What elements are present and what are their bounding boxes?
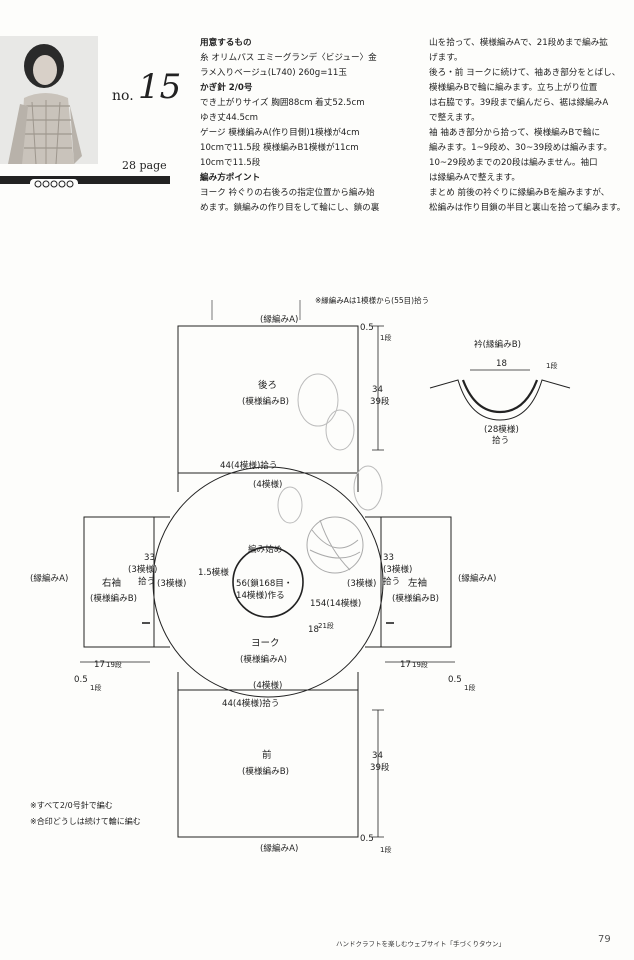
footer-text: ハンドクラフトを楽しむウェブサイト「手づくりタウン」 xyxy=(336,940,505,948)
collar-28: (28模様) xyxy=(484,423,519,435)
instruction-line: ラメ入りベージュ(L740) 260g=11玉 xyxy=(200,68,347,78)
instruction-line: まとめ 前後の衿ぐりに縁編みBを編みますが、 xyxy=(429,188,610,198)
yoke-chain-2: 14模様)作る xyxy=(236,589,285,601)
instruction-line: 10cmで11.5段 模様編みB1模様が11cm xyxy=(200,143,359,153)
instruction-line: は右脇です。39段まで編んだら、裾は縁編みA xyxy=(429,98,609,108)
yoke-chain-1: 56(鎖168目・ xyxy=(236,577,292,589)
instruction-line: 10cmで11.5段 xyxy=(200,158,261,168)
instruction-line: ゆき丈44.5cm xyxy=(200,113,259,123)
right-sleeve-pattern: (模様編みB) xyxy=(90,592,137,604)
right-sleeve-19: 19段 xyxy=(106,660,122,669)
yoke-inner xyxy=(232,546,304,618)
model-photo xyxy=(0,36,98,164)
yoke-bottom-4: (4模様) xyxy=(253,679,282,691)
left-sleeve-title: 左袖 xyxy=(408,577,427,589)
instruction-line: げます。 xyxy=(429,53,463,63)
note-1: ※すべて2/0号針で編む xyxy=(30,800,113,810)
left-sleeve-17: 17 xyxy=(400,660,411,670)
left-sleeve-edge: (縁編みA) xyxy=(458,572,496,584)
right-sleeve-pick: 拾う xyxy=(138,575,155,587)
back-34: 34 xyxy=(372,385,383,395)
instruction-line: は縁編みAで整えます。 xyxy=(429,173,520,183)
front-pattern: (模様編みB) xyxy=(242,765,289,777)
left-sleeve-05: 0.5 xyxy=(448,675,462,685)
collar-title: 衿(縁編みB) xyxy=(474,338,521,350)
back-05: 0.5 xyxy=(360,323,374,333)
yoke-3-right: (3模様) xyxy=(347,577,376,589)
front-pickup: 44(4模様)拾う xyxy=(222,697,279,709)
left-sleeve-19: 19段 xyxy=(412,660,428,669)
pattern-number: 15 xyxy=(138,67,182,107)
right-sleeve-title: 右袖 xyxy=(102,577,121,589)
back-edging-label: (縁編みA) xyxy=(260,313,298,325)
left-sleeve-3: (3模様) xyxy=(383,563,412,575)
header-rule xyxy=(0,176,170,184)
instructions-column-2: 山を拾って、模様編みAで、21段めまで編み拡げます。後ろ・前 ヨークに続けて、袖… xyxy=(429,36,625,216)
pattern-number-prefix: no. xyxy=(112,88,134,104)
front-39: 39段 xyxy=(370,761,390,773)
back-05-rows: 1段 xyxy=(380,333,391,342)
instruction-line: 模様編みBで輪に編みます。立ち上がり位置 xyxy=(429,83,598,93)
right-sleeve-17: 17 xyxy=(94,660,105,670)
yoke-start: 編み始め xyxy=(248,543,282,555)
collar-pick: 拾う xyxy=(492,434,509,446)
front-05-rows: 1段 xyxy=(380,845,391,854)
instruction-line: 松編みは作り目鎖の半目と裏山を拾って編みます。 xyxy=(429,203,626,213)
left-sleeve-33: 33 xyxy=(383,553,394,563)
yoke-3-left: (3模様) xyxy=(157,577,186,589)
front-title: 前 xyxy=(262,749,272,761)
left-sleeve-panel xyxy=(380,516,452,648)
yoke-18: 18 xyxy=(308,625,319,635)
left-sleeve-1: 1段 xyxy=(464,683,475,692)
collar-1: 1段 xyxy=(546,361,557,370)
front-edging-label: (縁編みA) xyxy=(260,842,298,854)
back-pattern-label: (模様編みB) xyxy=(242,395,289,407)
left-sleeve-pattern: (模様編みB) xyxy=(392,592,439,604)
instruction-line: めます。鎖編みの作り目をして輪にし、鎖の裏 xyxy=(200,203,380,213)
back-39: 39段 xyxy=(370,395,390,407)
instruction-line: ゲージ 模様編みA(作り目側)1模様が4cm xyxy=(200,128,360,138)
instruction-line: でき上がりサイズ 胸囲88cm 着丈52.5cm xyxy=(200,98,365,108)
yoke-154: 154(14模様) xyxy=(310,597,361,609)
instruction-line: 用意するもの xyxy=(200,38,252,48)
front-panel xyxy=(177,689,359,838)
yoke-title: ヨーク xyxy=(251,638,280,649)
right-sleeve-33: 33 xyxy=(144,553,155,563)
instruction-line: 後ろ・前 ヨークに続けて、袖あき部分をとばし、 xyxy=(429,68,621,78)
yoke-top-4: (4模様) xyxy=(253,478,282,490)
instructions-column-1: 用意するもの糸 オリムパス エミーグランデ〈ビジュー〉金ラメ入りベージュ(L74… xyxy=(200,36,379,216)
left-sleeve-pick: 拾う xyxy=(383,575,400,587)
ornament-icon xyxy=(30,179,78,189)
note-2: ※合印どうしは続けて輪に編む xyxy=(30,816,141,826)
collar-18: 18 xyxy=(496,359,507,369)
page-reference: 28 page xyxy=(122,159,167,172)
right-sleeve-edge: (縁編みA) xyxy=(30,572,68,584)
yoke-outer xyxy=(152,466,384,698)
instruction-line: 山を拾って、模様編みAで、21段めまで編み拡 xyxy=(429,38,608,48)
front-34: 34 xyxy=(372,751,383,761)
front-05: 0.5 xyxy=(360,834,374,844)
right-sleeve-1: 1段 xyxy=(90,683,101,692)
right-sleeve-3: (3模様) xyxy=(128,563,157,575)
instruction-line: 編み方ポイント xyxy=(200,173,261,183)
instruction-line: 糸 オリムパス エミーグランデ〈ビジュー〉金 xyxy=(200,53,377,63)
right-sleeve-panel xyxy=(83,516,155,648)
yoke-pattern: (模様編みA) xyxy=(240,653,287,665)
instruction-line: ヨーク 衿ぐりの右後ろの指定位置から編み始 xyxy=(200,188,375,198)
instruction-line: 袖 袖あき部分から拾って、模様編みBで輪に xyxy=(429,128,601,138)
back-title: 後ろ xyxy=(258,379,277,391)
right-sleeve-05: 0.5 xyxy=(74,675,88,685)
instruction-line: 10~29段めまでの20段は編みません。袖口 xyxy=(429,158,598,168)
instruction-line: 編みます。1~9段め、30~39段めは編みます。 xyxy=(429,143,612,153)
yoke-15: 1.5模様 xyxy=(198,566,229,578)
instruction-line: かぎ針 2/0号 xyxy=(200,83,253,93)
back-panel xyxy=(177,325,359,474)
top-note: ※縁編みAは1模様から(55目)拾う xyxy=(315,295,429,305)
yoke-21: 21段 xyxy=(318,621,334,630)
page-number: 79 xyxy=(598,934,611,945)
back-pickup: 44(4模様)拾う xyxy=(220,459,277,471)
instruction-line: で整えます。 xyxy=(429,113,480,123)
